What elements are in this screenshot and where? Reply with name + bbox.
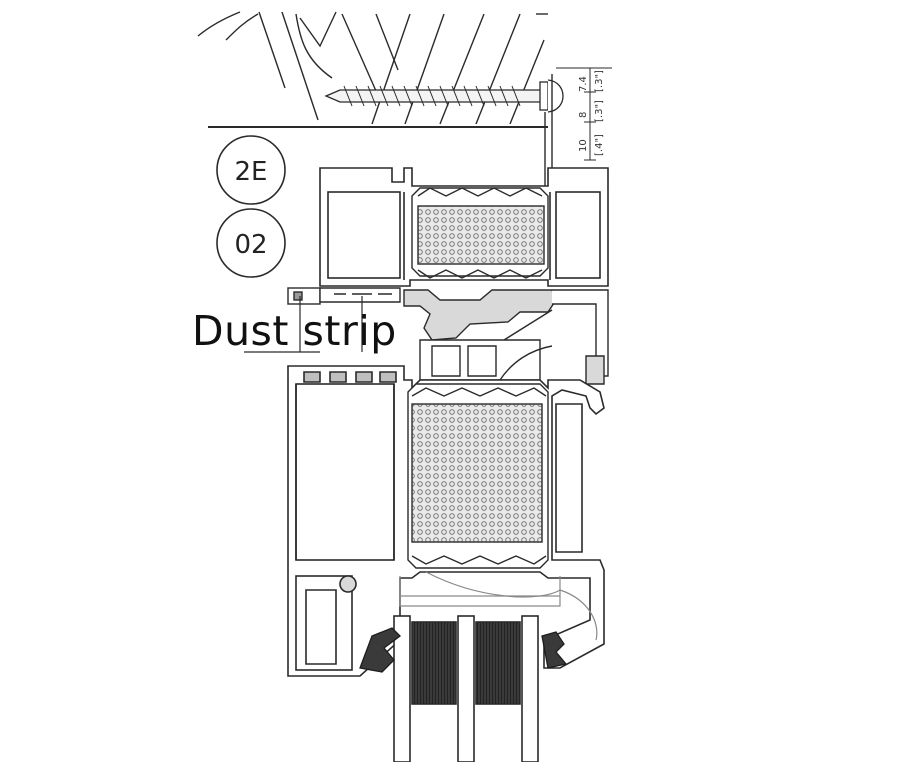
- dust-strip-leader: [244, 296, 363, 353]
- dim-2-inch: [.3"]: [594, 100, 605, 122]
- svg-text:02: 02: [234, 230, 267, 260]
- badge-2e: 2E: [216, 135, 286, 205]
- dim-2: 8: [578, 112, 589, 118]
- dim-1-inch: [.3"]: [594, 70, 605, 92]
- dim-3-inch: [.4"]: [594, 134, 605, 156]
- dust-strip-callout: Dust strip: [192, 307, 397, 355]
- svg-text:2E: 2E: [235, 157, 268, 187]
- top-insulation-block: [411, 187, 549, 279]
- dim-3: 10: [578, 139, 589, 152]
- fixing-screw: [324, 74, 564, 190]
- dimension-marks: [556, 67, 612, 161]
- badge-02: 02: [216, 208, 286, 278]
- glazing-bead: [399, 571, 598, 641]
- dim-1: 7.4: [578, 76, 589, 92]
- wall-section: [197, 11, 548, 128]
- bottom-gaskets: [359, 627, 568, 673]
- glass-unit: [393, 615, 539, 762]
- lower-insulation-block: [407, 383, 549, 569]
- middle-gasket-zone: [287, 287, 609, 385]
